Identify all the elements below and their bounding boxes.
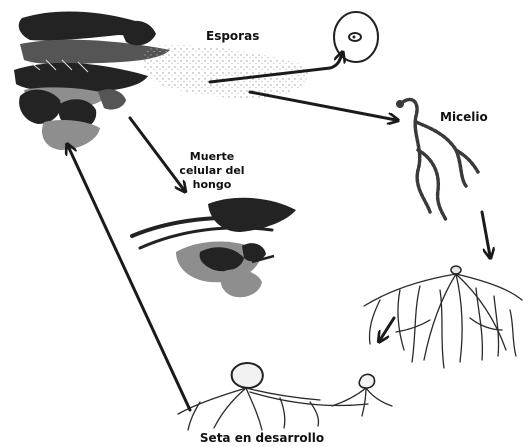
mature-mushroom-cluster [14,11,170,150]
label-spores: Esporas [206,29,259,43]
arrow-mycelium-to-roots [482,212,490,256]
label-cell-death-line3: hongo [193,178,232,191]
developing-mushroom-group [178,363,392,430]
label-mycelium: Micelio [440,110,488,124]
label-cell-death-line1: Muerte [190,150,234,163]
label-cell-death-line2: celular del [179,164,244,177]
label-developing-mushroom: Seta en desarrollo [200,431,324,445]
root-network [364,266,522,368]
arrow-spores-to-mycelium [250,92,396,120]
arrow-roots-to-developing [380,318,394,340]
arrow-mature-to-death [130,118,184,190]
dying-fungus [132,198,296,297]
spore-cloud [142,45,307,98]
cycle-arrows [68,54,490,410]
arrow-developing-to-mature [68,146,190,410]
